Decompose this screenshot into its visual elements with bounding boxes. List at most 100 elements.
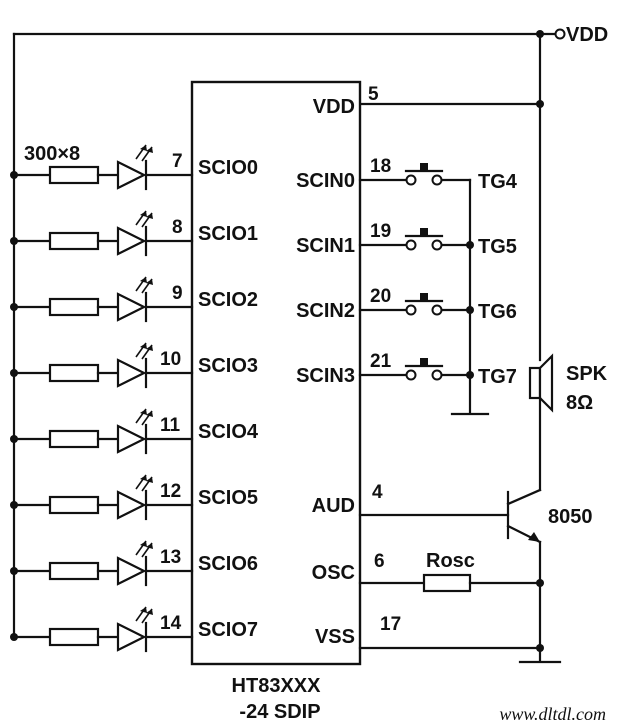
speaker-impedance: 8Ω xyxy=(566,392,593,414)
light-arrowhead xyxy=(146,279,153,285)
led-diode xyxy=(116,358,147,388)
tg-label: TG6 xyxy=(478,301,517,323)
led-pin-number: 12 xyxy=(160,481,181,502)
switch-pin-number: 18 xyxy=(370,156,391,177)
resistor xyxy=(48,495,100,515)
led-pin-number: 7 xyxy=(172,151,183,172)
tg-label: TG4 xyxy=(478,171,518,193)
switch-ground-bus xyxy=(450,178,490,416)
switch-pin-number: 20 xyxy=(370,286,391,307)
switch-contact xyxy=(405,174,417,186)
switch-pin-label: SCIN0 xyxy=(296,170,355,192)
switch-contact xyxy=(431,174,443,186)
led-pin-number: 9 xyxy=(172,283,183,304)
tg-label: TG5 xyxy=(478,236,517,258)
supply-label-group: VDD xyxy=(566,24,608,46)
led-row: 11 SCIO4 xyxy=(10,408,259,455)
led-row: 13 SCIO6 xyxy=(10,540,258,587)
resistor-array-label: 300×8 xyxy=(24,143,80,165)
power-rail xyxy=(12,28,566,638)
led-diode xyxy=(116,556,147,586)
light-arrowhead xyxy=(146,609,153,615)
switch-pin-number: 21 xyxy=(370,351,392,372)
led-diode xyxy=(116,226,147,256)
resistor xyxy=(48,363,100,383)
vss-pin-number: 17 xyxy=(380,614,401,635)
light-arrowhead xyxy=(146,345,153,351)
switch-pin-label: SCIN1 xyxy=(296,235,355,257)
led-pin-label: SCIO2 xyxy=(198,289,258,311)
vdd-pin-label: VDD xyxy=(313,96,355,118)
resistor xyxy=(48,165,100,185)
led-row: 12 SCIO5 xyxy=(10,474,258,521)
switch-cap xyxy=(420,293,428,301)
speaker xyxy=(528,353,554,492)
led-diode xyxy=(116,490,147,520)
chip-pin-labels: VDD 5 AUD 4 OSC 6 VSS 17 xyxy=(312,84,401,648)
switch-cap xyxy=(420,163,428,171)
led-pin-number: 14 xyxy=(160,613,182,634)
light-arrowhead xyxy=(146,477,153,483)
led-pin-label: SCIO0 xyxy=(198,157,258,179)
led-diode xyxy=(116,292,147,322)
chip-name: HT83XXX xyxy=(232,675,322,697)
led-pin-label: SCIO4 xyxy=(198,421,259,443)
led-pin-label: SCIO5 xyxy=(198,487,258,509)
led-pin-number: 13 xyxy=(160,547,181,568)
speaker-label: SPK xyxy=(566,363,608,385)
led-diode xyxy=(116,424,147,454)
tg-label: TG7 xyxy=(478,366,517,388)
switch-cap xyxy=(420,358,428,366)
vss-ground xyxy=(358,644,562,664)
led-row: 10 SCIO3 xyxy=(10,342,258,389)
osc-resistor xyxy=(358,573,544,593)
light-arrowhead xyxy=(140,211,147,217)
light-arrowhead xyxy=(146,147,153,153)
light-arrowhead xyxy=(146,213,153,219)
switch-pin-label: SCIN2 xyxy=(296,300,355,322)
vdd-pin-number: 5 xyxy=(368,84,379,105)
vss-pin-label: VSS xyxy=(315,626,355,648)
light-arrowhead xyxy=(140,145,147,151)
led-pin-label: SCIO7 xyxy=(198,619,258,641)
switch-contact xyxy=(405,239,417,251)
led-pin-label: SCIO6 xyxy=(198,553,258,575)
light-arrowhead xyxy=(146,411,153,417)
osc-pin-label: OSC xyxy=(312,562,355,584)
light-arrowhead xyxy=(140,343,147,349)
led-diode xyxy=(116,622,147,652)
osc-resistor-label: Rosc xyxy=(426,550,475,572)
led-pin-label: SCIO3 xyxy=(198,355,258,377)
aud-pin-number: 4 xyxy=(372,482,383,503)
resistor xyxy=(48,561,100,581)
led-pin-number: 10 xyxy=(160,349,181,370)
led-row: 14 SCIO7 xyxy=(10,606,258,653)
led-row: 9 SCIO2 xyxy=(10,276,258,323)
switch-pin-number: 19 xyxy=(370,221,391,242)
switch-contact xyxy=(431,369,443,381)
switch-pin-label: SCIN3 xyxy=(296,365,355,387)
switch-contact xyxy=(431,239,443,251)
light-arrowhead xyxy=(140,277,147,283)
switch-contact xyxy=(431,304,443,316)
led-pin-label: SCIO1 xyxy=(198,223,258,245)
npn-transistor xyxy=(358,488,542,662)
ic-body xyxy=(190,80,362,666)
light-arrowhead xyxy=(140,475,147,481)
chip-package: -24 SDIP xyxy=(239,701,320,723)
resistor xyxy=(48,231,100,251)
led-row: 7 SCIO0 xyxy=(10,144,258,191)
switch-contact xyxy=(405,304,417,316)
osc-pin-number: 6 xyxy=(374,551,385,572)
led-pin-number: 11 xyxy=(160,415,181,436)
resistor xyxy=(48,297,100,317)
light-arrowhead xyxy=(140,541,147,547)
transistor-label: 8050 xyxy=(548,506,593,528)
light-arrowhead xyxy=(140,607,147,613)
watermark: www.dltdl.com xyxy=(499,704,606,724)
